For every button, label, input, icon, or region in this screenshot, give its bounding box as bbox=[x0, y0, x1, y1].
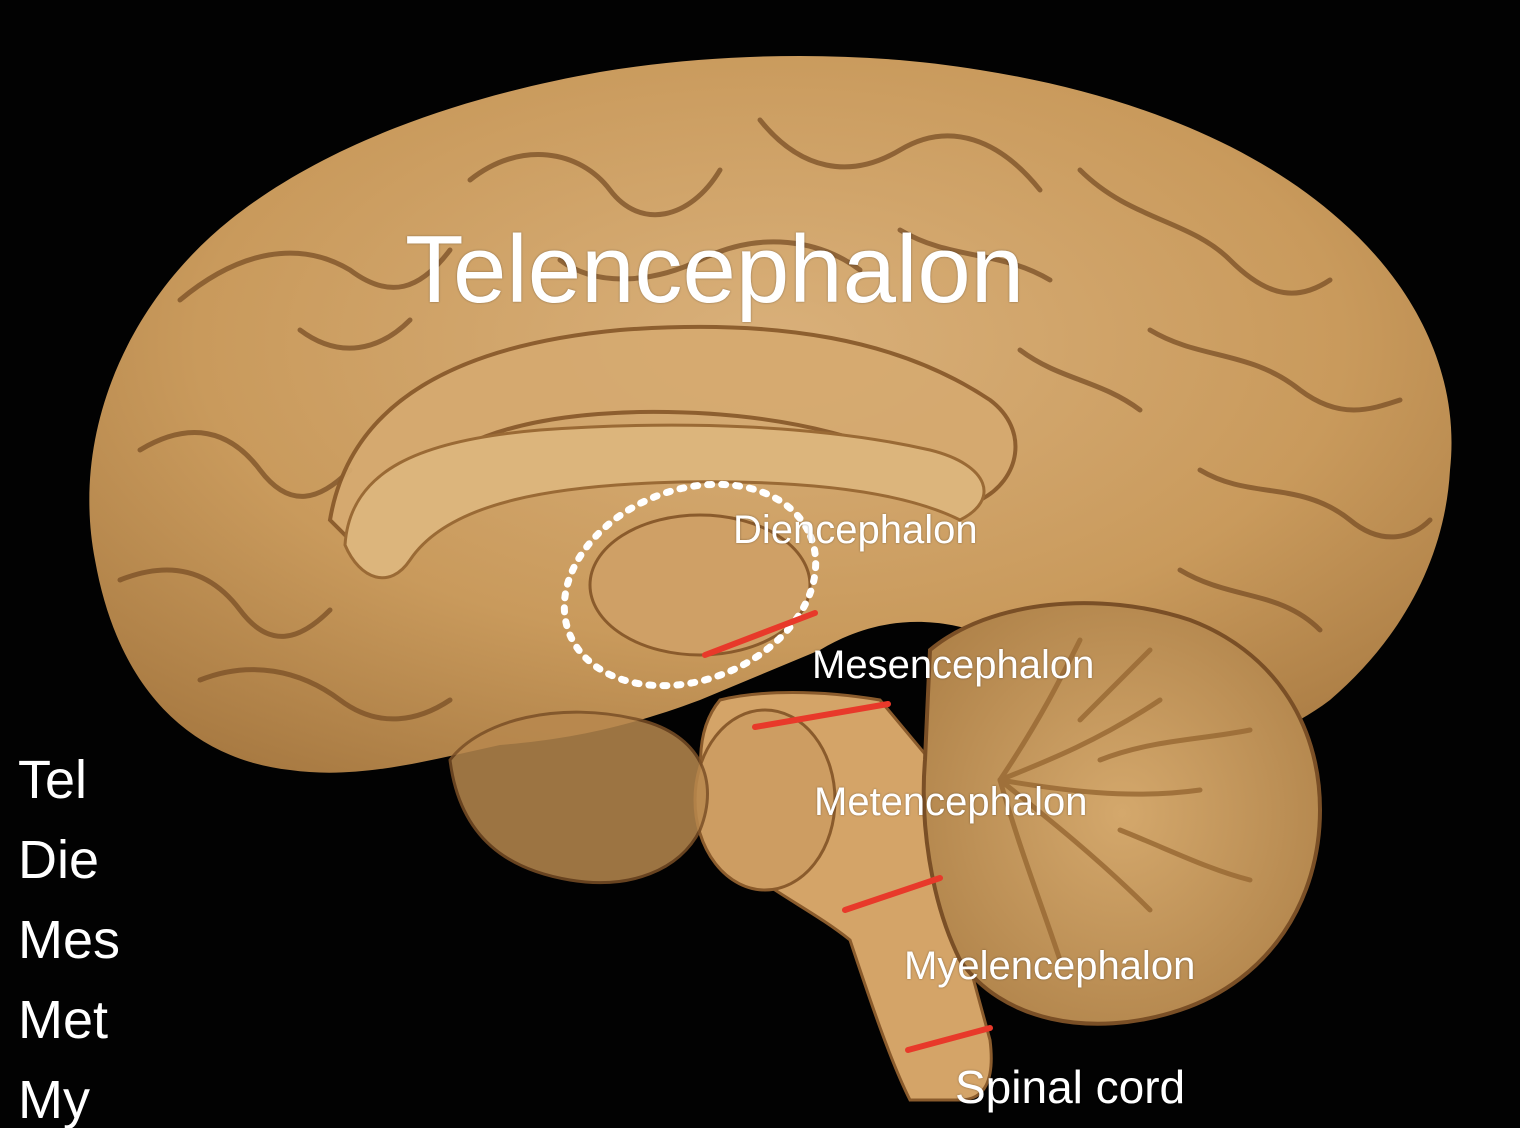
label-myelencephalon: Myelencephalon bbox=[904, 944, 1196, 988]
label-mesencephalon: Mesencephalon bbox=[812, 643, 1095, 687]
arbor-vitae bbox=[997, 637, 1253, 963]
label-telencephalon: Telencephalon bbox=[405, 216, 1025, 323]
label-metencephalon: Metencephalon bbox=[814, 780, 1088, 824]
division-boundaries bbox=[702, 610, 993, 1053]
abbreviation-list: Tel Die Mes Met My bbox=[18, 740, 120, 1128]
boundary-my-sc bbox=[905, 1025, 993, 1053]
cerebellum bbox=[921, 601, 1323, 1026]
boundary-met-my bbox=[842, 875, 943, 913]
label-diencephalon: Diencephalon bbox=[733, 508, 978, 552]
cingulate-gyrus bbox=[327, 324, 1018, 564]
abbreviation-item: Met bbox=[18, 990, 109, 1050]
gyri-lines bbox=[117, 117, 1433, 722]
boundary-mes-met bbox=[752, 701, 891, 730]
abbreviation-item: Tel bbox=[18, 750, 88, 810]
diencephalon-dotted-outline bbox=[560, 480, 820, 690]
corpus-callosum bbox=[343, 423, 986, 580]
abbreviation-item: Mes bbox=[18, 910, 121, 970]
temporal-lobe bbox=[448, 710, 709, 885]
abbreviation-item: Die bbox=[18, 830, 100, 890]
label-spinal-cord: Spinal cord bbox=[955, 1061, 1186, 1113]
boundary-die-mes bbox=[702, 610, 818, 658]
abbreviation-item: My bbox=[18, 1070, 90, 1128]
thalamus-region bbox=[588, 513, 812, 657]
